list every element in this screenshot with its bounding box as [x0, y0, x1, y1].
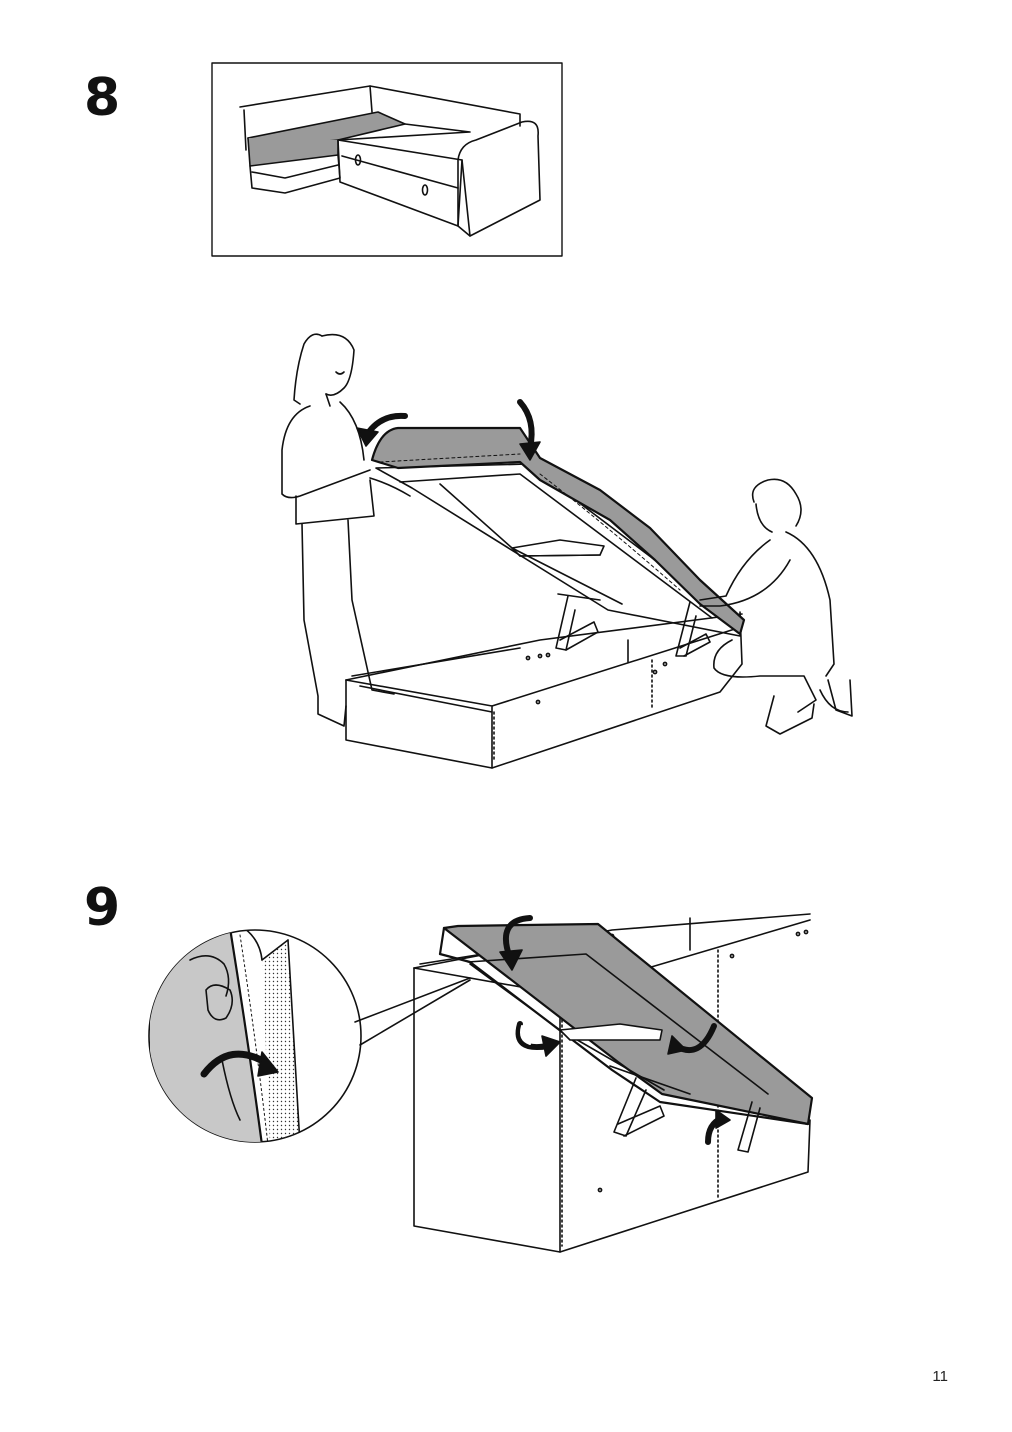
step-8-scene	[281, 333, 853, 769]
overview-frame	[211, 62, 563, 257]
step-8-number: 8	[84, 68, 121, 128]
sofa-armrest	[457, 120, 541, 237]
bed-cover-fabric	[442, 922, 814, 1126]
woman-figure	[281, 333, 411, 727]
page-number: 11	[932, 1368, 948, 1385]
sofa-overview-figure	[211, 62, 563, 257]
man-figure	[699, 478, 853, 735]
step-9-detail-magnifier	[148, 929, 471, 1143]
lift-mechanism	[555, 595, 711, 657]
bed-base-box	[345, 611, 743, 769]
bed-cover-fabric	[370, 426, 746, 636]
step-9-scene	[413, 913, 814, 1253]
step-9-number: 9	[84, 878, 121, 938]
sofa-backrest	[239, 85, 521, 127]
arrow-curved-icon	[515, 1021, 551, 1050]
